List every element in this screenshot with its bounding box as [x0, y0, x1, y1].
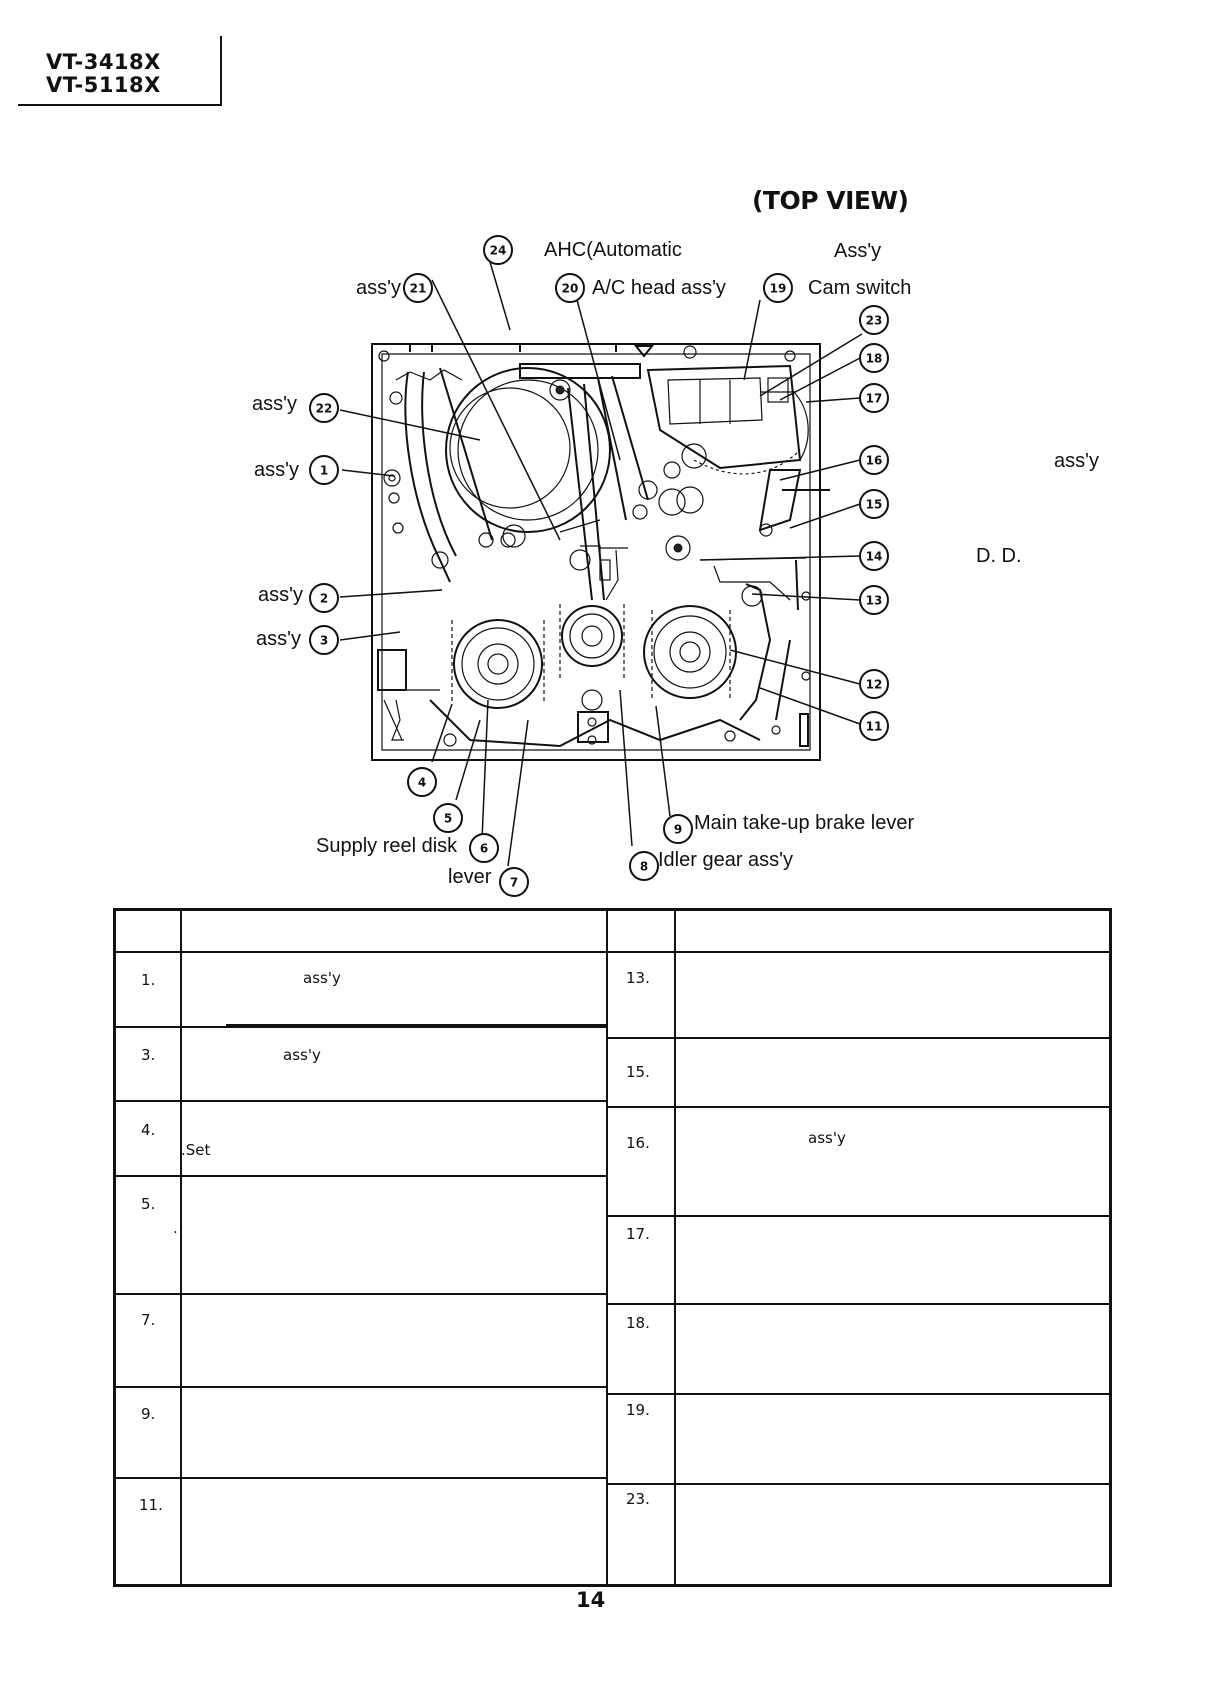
- parts-table: 1. ass'y 3. ass'y 4. .Set 5. . 7. 9. 11.…: [113, 908, 1112, 1587]
- row-num: 3.: [141, 1046, 156, 1064]
- callout-circle: [859, 585, 889, 615]
- label-ac-head: A/C head ass'y: [592, 277, 726, 299]
- row-num: 15.: [626, 1063, 650, 1081]
- label-assy-21: ass'y: [356, 277, 401, 299]
- supply-reel-drawing: [451, 619, 545, 709]
- label-supply-reel: Supply reel disk: [316, 835, 458, 857]
- row-text: .: [173, 1219, 178, 1237]
- callout-number: 5: [444, 812, 452, 826]
- label-lever-7: lever: [448, 866, 492, 888]
- callout-number: 14: [866, 550, 883, 564]
- callout-circle: [859, 541, 889, 571]
- callout-circle: [859, 305, 889, 335]
- callout-number: 13: [866, 594, 883, 608]
- row-num: 1.: [141, 971, 156, 989]
- label-assy-22: ass'y: [252, 393, 297, 415]
- row-num: 17.: [626, 1225, 650, 1243]
- label-assy-1: ass'y: [254, 459, 299, 481]
- takeup-reel-drawing: [643, 605, 737, 699]
- callout-circle: [403, 273, 433, 303]
- callout-number: 18: [866, 352, 883, 366]
- label-ahc: AHC(Automatic: [544, 239, 682, 261]
- model-number-1: VT-3418X: [46, 50, 161, 74]
- callout-circle: [859, 669, 889, 699]
- callout-number: 23: [866, 314, 883, 328]
- callout-circle: [859, 343, 889, 373]
- row-text: ass'y: [303, 969, 341, 987]
- callout-number: 11: [866, 720, 883, 734]
- callout-number: 15: [866, 498, 883, 512]
- page-number: 14: [576, 1588, 606, 1612]
- row-num: 23.: [626, 1490, 650, 1508]
- callout-circle: [407, 767, 437, 797]
- callout-circle: [309, 625, 339, 655]
- row-text: ass'y: [283, 1046, 321, 1064]
- callout-circle: [859, 445, 889, 475]
- callout-number: 24: [490, 244, 507, 258]
- callout-number: 19: [770, 282, 787, 296]
- callout-circle: [763, 273, 793, 303]
- chassis-drawing: [371, 343, 830, 761]
- leader-lines: [339, 261, 863, 867]
- callout-circle: [309, 393, 339, 423]
- idler-gear-drawing: [559, 604, 625, 745]
- callout-circle: [663, 814, 693, 844]
- callout-circle: [555, 273, 585, 303]
- callout-number: 7: [510, 876, 518, 890]
- model-box: [18, 36, 222, 106]
- label-assy-top-right: Ass'y: [834, 240, 881, 262]
- row-num: 19.: [626, 1401, 650, 1419]
- label-assy-2: ass'y: [258, 584, 303, 606]
- row-text: ass'y: [808, 1129, 846, 1147]
- callout-number: 8: [640, 860, 648, 874]
- callout-circle: [309, 583, 339, 613]
- callout-circle: [469, 833, 499, 863]
- callout-number: 6: [480, 842, 488, 856]
- callout-circle: [309, 455, 339, 485]
- callout-number: 1: [320, 464, 328, 478]
- callout-circle: [859, 489, 889, 519]
- row-num: 5.: [141, 1195, 156, 1213]
- row-num: 13.: [626, 969, 650, 987]
- callout-circle: [483, 235, 513, 265]
- callout-number: 2: [320, 592, 328, 606]
- label-assy-far-right: ass'y: [1054, 450, 1099, 472]
- row-num: 18.: [626, 1314, 650, 1332]
- callout-number: 4: [418, 776, 426, 790]
- row-text: .Set: [181, 1141, 211, 1159]
- callout-number: 3: [320, 634, 328, 648]
- row-num: 11.: [139, 1496, 163, 1514]
- callout-number: 12: [866, 678, 883, 692]
- callout-number: 20: [562, 282, 579, 296]
- label-idler: Idler gear ass'y: [658, 849, 793, 871]
- callout-number: 16: [866, 454, 883, 468]
- row-num: 9.: [141, 1405, 156, 1423]
- row-num: 16.: [626, 1134, 650, 1152]
- callouts: 24 21 20 19 23 18 17 22 1 16 15 14 2 13 3 12 11 4 5 9 6 8 7: [309, 235, 889, 897]
- callout-circle: [859, 383, 889, 413]
- row-num: 4.: [141, 1121, 156, 1139]
- view-title: (TOP VIEW): [752, 186, 909, 215]
- row-num: 7.: [141, 1311, 156, 1329]
- label-main-takeup: Main take-up brake lever: [694, 812, 914, 834]
- callout-number: 22: [316, 402, 333, 416]
- callout-circle: [859, 711, 889, 741]
- label-dd: D. D.: [976, 545, 1022, 567]
- label-cam-switch: Cam switch: [808, 277, 911, 299]
- mechanism-diagram: 24 21 20 19 23 18 17 22 1 16 15 14 2 13 3 12 11 4 5 9 6 8 7 AH…: [252, 235, 1099, 897]
- callout-number: 21: [410, 282, 427, 296]
- label-assy-3: ass'y: [256, 628, 301, 650]
- callout-number: 9: [674, 823, 682, 837]
- model-number-2: VT-5118X: [46, 73, 161, 97]
- callout-circle: [499, 867, 529, 897]
- callout-number: 17: [866, 392, 883, 406]
- callout-circle: [433, 803, 463, 833]
- callout-circle: [629, 851, 659, 881]
